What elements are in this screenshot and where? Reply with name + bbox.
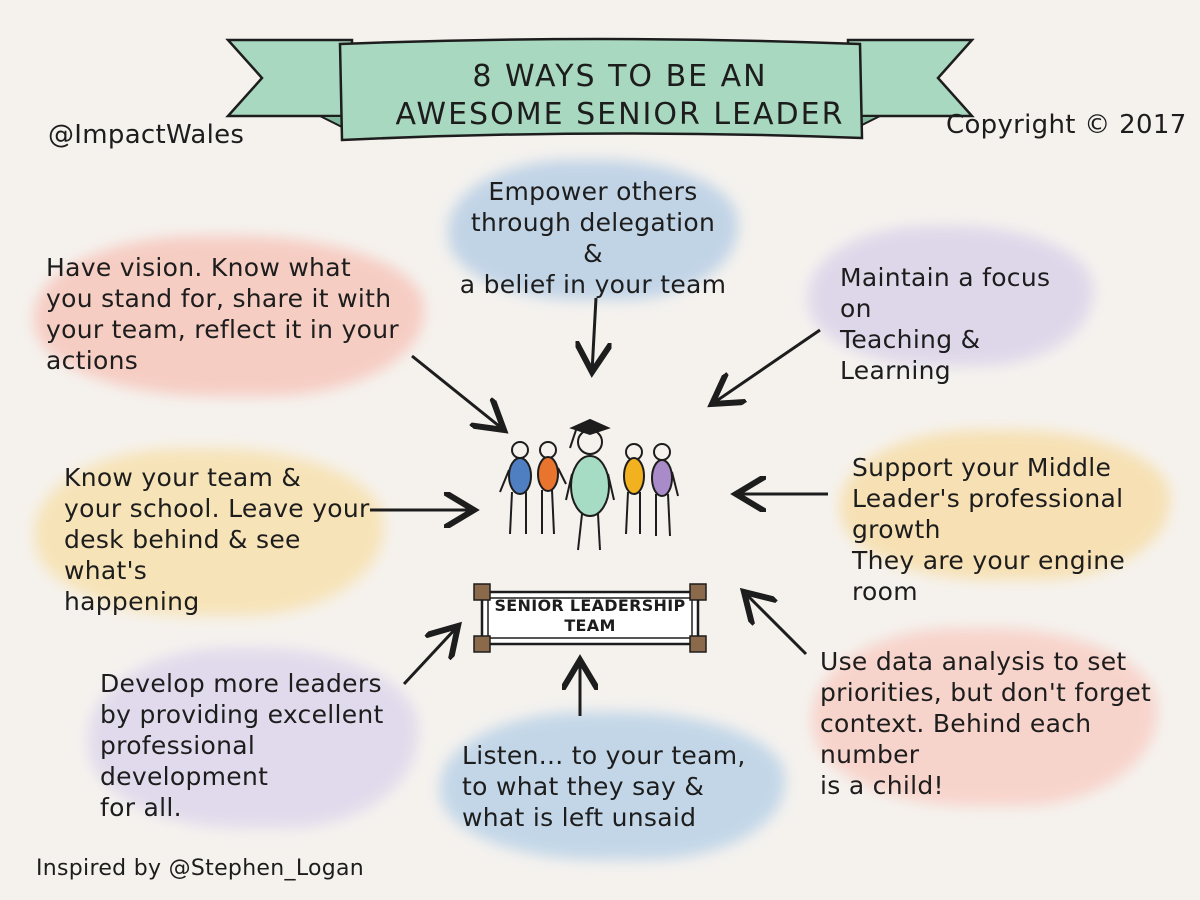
- figure-orange: [537, 456, 559, 492]
- note-vision: Have vision. Know what you stand for, sh…: [46, 253, 399, 375]
- arrow-from-data: [744, 592, 808, 656]
- data-bg: [812, 628, 1157, 806]
- figure-blue: [508, 457, 532, 495]
- copyright-text: Copyright © 2017: [946, 110, 1187, 140]
- develop-bg: [88, 648, 418, 828]
- listen-bg: [440, 712, 785, 860]
- team-label: SENIOR LEADERSHIP TEAM: [494, 596, 686, 635]
- figure-purple: [651, 459, 673, 497]
- arrow-from-empower: [592, 297, 596, 372]
- note-data: Use data analysis to set priorities, but…: [820, 647, 1152, 800]
- figure-green: [570, 455, 610, 517]
- arrow-from-develop: [402, 626, 458, 686]
- frame-corner-bl: [473, 635, 491, 653]
- know-team-bg: [34, 448, 384, 616]
- frame-corner-br: [689, 635, 707, 653]
- credit-text: Inspired by @Stephen_Logan: [36, 856, 365, 881]
- banner-main: [338, 37, 864, 142]
- arrow-from-vision: [411, 354, 504, 430]
- empower-bg: [448, 160, 738, 300]
- page-title: 8 WAYS TO BE AN AWESOME SENIOR LEADER: [395, 59, 845, 132]
- note-know-team: Know your team & your school. Leave your…: [64, 463, 370, 616]
- title-banner: [225, 37, 975, 142]
- author-handle: @ImpactWales: [48, 120, 245, 150]
- note-develop: Develop more leaders by providing excell…: [100, 669, 384, 822]
- frame-corner-tr: [689, 583, 707, 601]
- note-listen: Listen... to your team, to what they say…: [462, 741, 746, 832]
- note-focus: Maintain a focus on Teaching & Learning: [840, 263, 1051, 385]
- banner-left-tail: [225, 38, 354, 118]
- team-frame: [473, 583, 707, 653]
- focus-bg: [808, 226, 1093, 366]
- team-figures: [499, 418, 679, 551]
- note-empower: Empower others through delegation & a be…: [459, 177, 727, 299]
- arrow-from-focus: [712, 328, 821, 404]
- figure-yellow: [623, 457, 645, 495]
- support-bg: [840, 430, 1170, 580]
- vision-bg: [34, 236, 424, 396]
- note-support: Support your Middle Leader's professiona…: [852, 453, 1126, 606]
- frame-corner-tl: [473, 583, 491, 601]
